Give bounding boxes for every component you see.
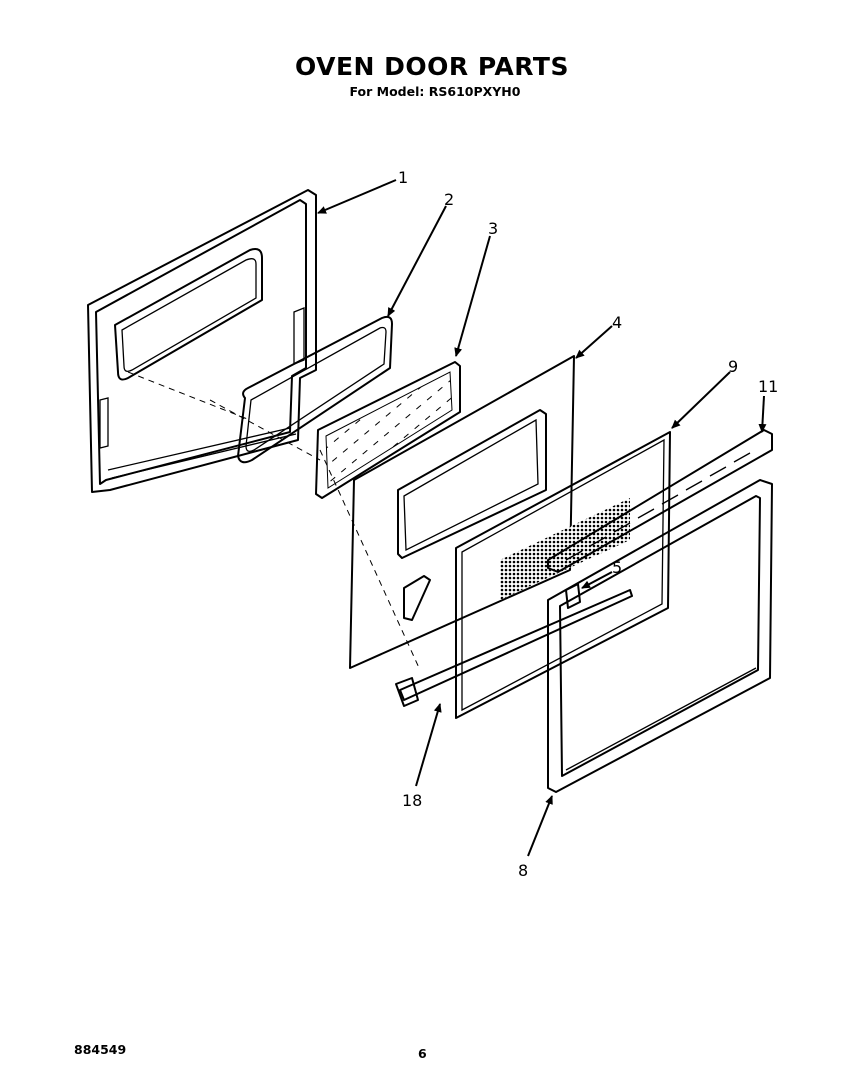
- part-inner-glass: [315, 361, 461, 499]
- document-number: 884549: [74, 1042, 127, 1057]
- alignment-dashes: [127, 371, 421, 671]
- callout-5: 5: [612, 558, 622, 577]
- part-outer-door-panel: [455, 431, 671, 719]
- diagram-title: OVEN DOOR PARTS: [295, 52, 569, 81]
- callout-9: 9: [728, 357, 738, 376]
- callout-4: 4: [612, 313, 622, 332]
- callout-1: 1: [398, 168, 408, 187]
- model-subtitle: For Model: RS610PXYH0: [349, 84, 521, 99]
- callout-2: 2: [444, 190, 454, 209]
- callout-3: 3: [488, 219, 498, 238]
- part-hinge-bracket: [565, 583, 581, 609]
- part-inner-door-panel: [87, 189, 317, 493]
- callout-18: 18: [402, 791, 422, 810]
- part-door-gasket: [237, 315, 393, 464]
- leader-lines: [317, 179, 767, 857]
- part-handle-rod: [395, 589, 633, 707]
- part-outer-frame: [547, 479, 773, 793]
- callout-8: 8: [518, 861, 528, 880]
- page-number: 6: [418, 1046, 427, 1061]
- callout-11: 11: [758, 377, 778, 396]
- part-door-liner: [349, 355, 575, 669]
